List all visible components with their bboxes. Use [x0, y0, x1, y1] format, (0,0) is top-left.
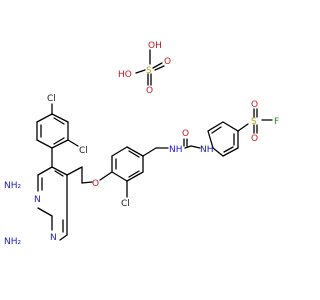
chlorine-label: Cl: [47, 94, 56, 104]
sulfate-oxygen-bottom: O: [146, 86, 153, 96]
chlorine-label: Cl: [79, 146, 88, 156]
bond-layer: [36, 49, 273, 241]
sulfate-hydroxyl-top: OH: [148, 41, 162, 51]
sulfate-hydroxyl-left: HO: [118, 70, 132, 80]
urea-nh: NH: [200, 145, 214, 155]
sulfate-bonds: [135, 49, 165, 86]
atom-label-layer: OH O S HO O Cl Cl N N NH₂ NH₂ O Cl O NH …: [4, 41, 279, 247]
sulfonyl-sulfur: S: [251, 117, 257, 127]
urea-nh: NH: [169, 145, 183, 155]
amino-label: NH₂: [4, 181, 22, 191]
pyrimidine-nitrogen: N: [34, 195, 41, 205]
sulfonylphenyl-bonds: [207, 108, 273, 157]
urea-oxygen: O: [182, 129, 189, 139]
sulfonyl-oxygen-top: O: [251, 100, 258, 110]
ether-oxygen: O: [92, 179, 99, 189]
chlorobenzyl-bonds: [99, 138, 201, 198]
chlorine-label: Cl: [121, 199, 130, 209]
chemical-structure-canvas: OH O S HO O Cl Cl N N NH₂ NH₂ O Cl O NH …: [4, 41, 280, 247]
pyrimidine-bonds: [37, 166, 93, 241]
sulfate-sulfur: S: [146, 66, 152, 76]
fluorine-label: F: [274, 117, 279, 127]
sulfate-oxygen-top: O: [164, 57, 171, 67]
pyrimidine-nitrogen: N: [50, 233, 57, 243]
dichlorophenyl-bonds: [36, 103, 79, 168]
sulfonyl-oxygen-bottom: O: [251, 134, 258, 144]
amino-label: NH₂: [4, 237, 22, 247]
